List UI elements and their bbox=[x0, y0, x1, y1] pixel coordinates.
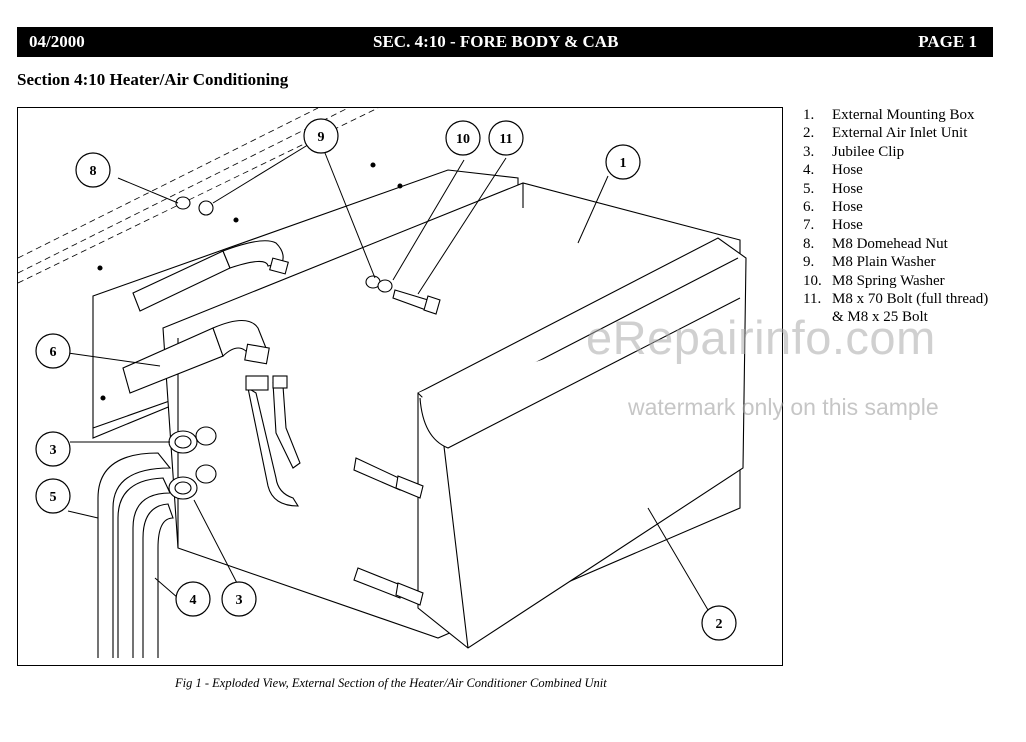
header-date: 04/2000 bbox=[29, 32, 85, 51]
external-air-inlet-unit bbox=[353, 237, 747, 649]
watermark-main: eRepairinfo.com bbox=[586, 311, 936, 364]
parts-list-item-continuation: & M8 x 25 Bolt bbox=[832, 309, 928, 326]
parts-list-item: 4.Hose bbox=[803, 162, 863, 179]
callout-2: 2 bbox=[701, 605, 737, 641]
leader-lines bbox=[67, 142, 709, 611]
spigots-and-clips bbox=[168, 426, 217, 500]
callout-9: 9 bbox=[303, 118, 339, 154]
parts-list-item: 2.External Air Inlet Unit bbox=[803, 125, 968, 142]
coolant-pipe bbox=[245, 375, 301, 507]
callout-6: 6 bbox=[35, 333, 71, 369]
section-title: Section 4:10 Heater/Air Conditioning bbox=[17, 70, 289, 89]
parts-list-item: 7.Hose bbox=[803, 217, 863, 234]
header-section: SEC. 4:10 - FORE BODY & CAB bbox=[373, 32, 619, 51]
callout-5: 5 bbox=[35, 478, 71, 514]
svg-text:6: 6 bbox=[50, 345, 57, 360]
svg-text:3: 3 bbox=[236, 593, 243, 608]
upper-hose-assembly bbox=[132, 240, 289, 312]
exploded-view-figure: 9 10 11 8 1 6 3 5 3 4 2 bbox=[17, 107, 783, 666]
parts-list-item: 11.M8 x 70 Bolt (full thread) bbox=[803, 291, 989, 308]
hose-6-assembly bbox=[122, 319, 270, 394]
parts-list-item: 8.M8 Domehead Nut bbox=[803, 235, 948, 252]
svg-text:3: 3 bbox=[50, 443, 57, 458]
callout-10: 10 bbox=[445, 120, 481, 156]
parts-list-item: 9.M8 Plain Washer bbox=[803, 254, 936, 271]
figure-caption: Fig 1 - Exploded View, External Section … bbox=[175, 676, 607, 690]
callout-11: 11 bbox=[488, 120, 524, 156]
svg-text:1: 1 bbox=[620, 156, 627, 171]
svg-text:10: 10 bbox=[456, 132, 470, 147]
parts-list: 1.External Mounting Box 2.External Air I… bbox=[803, 106, 1023, 327]
hoses-4-5 bbox=[97, 452, 174, 658]
svg-text:2: 2 bbox=[716, 617, 723, 632]
svg-text:8: 8 bbox=[90, 164, 97, 179]
watermark-sub: watermark only on this sample bbox=[628, 394, 939, 420]
callout-1: 1 bbox=[605, 144, 641, 180]
parts-list-item: 3.Jubilee Clip bbox=[803, 143, 905, 160]
svg-text:11: 11 bbox=[499, 132, 512, 147]
parts-list-item: 6.Hose bbox=[803, 199, 863, 216]
parts-list-item: 5.Hose bbox=[803, 180, 863, 197]
header-page-number: PAGE 1 bbox=[918, 32, 977, 51]
bolt-washer-parts bbox=[175, 196, 441, 315]
svg-text:5: 5 bbox=[50, 490, 57, 505]
svg-text:9: 9 bbox=[318, 130, 325, 145]
parts-list-item: 1.External Mounting Box bbox=[803, 107, 975, 123]
callout-balloons: 9 10 11 8 1 6 3 5 3 4 2 bbox=[35, 118, 737, 641]
callout-3b: 3 bbox=[221, 581, 257, 617]
page-header-bar: 04/2000 SEC. 4:10 - FORE BODY & CAB PAGE… bbox=[17, 27, 993, 57]
callout-4: 4 bbox=[175, 581, 211, 617]
callout-3a: 3 bbox=[35, 431, 71, 467]
parts-list-item: 10.M8 Spring Washer bbox=[803, 272, 945, 289]
exploded-view-drawing: 9 10 11 8 1 6 3 5 3 4 2 bbox=[18, 108, 747, 658]
callout-8: 8 bbox=[75, 152, 111, 188]
svg-text:4: 4 bbox=[190, 593, 197, 608]
